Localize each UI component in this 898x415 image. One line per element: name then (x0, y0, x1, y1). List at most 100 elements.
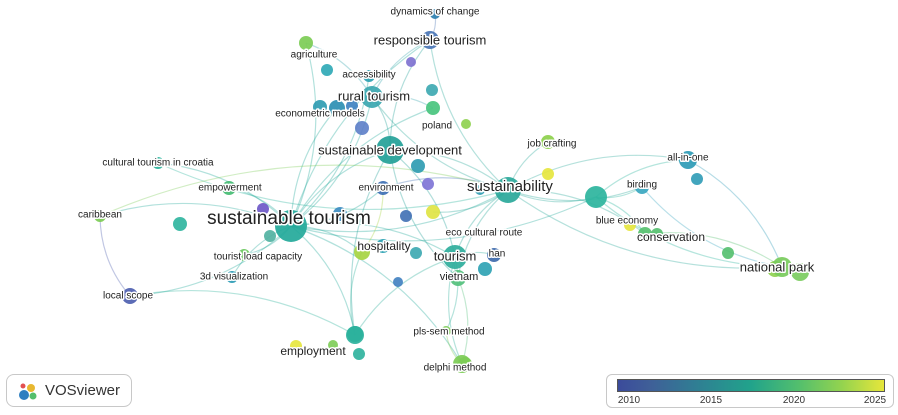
node-3d-visualization[interactable] (226, 271, 238, 283)
minor-node (264, 230, 276, 242)
node-eco-cultural-route[interactable] (426, 205, 440, 219)
vosviewer-logo: VOSviewer (6, 374, 132, 407)
node-employment[interactable] (346, 326, 364, 344)
node-label-caribbean: caribbean (78, 210, 122, 221)
link-line (389, 149, 509, 191)
minor-node (355, 121, 369, 135)
minor-node (346, 100, 358, 112)
node-sustainable-tourism[interactable] (275, 210, 307, 242)
link-line (429, 39, 509, 191)
minor-node (353, 348, 365, 360)
node-sustainable-development[interactable] (376, 136, 404, 164)
link-line (290, 42, 317, 227)
minor-node (328, 340, 338, 350)
node-sustainability[interactable] (495, 177, 521, 203)
node-dynamics-of-change[interactable] (430, 9, 440, 19)
node-pls-sem-method[interactable] (441, 326, 451, 336)
link-line (507, 154, 689, 191)
link-line (354, 256, 456, 336)
node-rural-tourism[interactable] (361, 86, 383, 108)
node-label-poland: poland (422, 121, 452, 132)
node-label-job-crafting: job crafting (527, 139, 577, 150)
node-national-park[interactable] (772, 257, 792, 277)
node-label-rural-tourism: rural tourism (338, 88, 410, 103)
minor-node (400, 210, 412, 222)
node-label-vietnam: vietnam (440, 271, 479, 283)
node-environment[interactable] (376, 181, 390, 195)
minor-node (257, 203, 269, 215)
node-label-han: han (489, 249, 506, 260)
node-label-environment: environment (358, 183, 413, 194)
minor-node (475, 185, 485, 195)
node-label-local-scope: local scope (103, 291, 153, 302)
node-label-accessibility: accessibility (342, 70, 395, 81)
minor-node (376, 239, 390, 253)
link-line (371, 96, 509, 191)
node-han[interactable] (487, 248, 501, 262)
link-line (350, 149, 391, 336)
minor-node (542, 168, 554, 180)
node-tourist-load-capacity[interactable] (238, 249, 250, 261)
minor-node (624, 219, 636, 231)
node-label-dynamics-of-change: dynamics of change (391, 7, 480, 18)
color-scale-legend: 2010 2015 2020 2025 (606, 374, 894, 408)
node-label-eco-cultural-route: eco cultural route (446, 228, 523, 239)
node-delphi-method[interactable] (453, 355, 471, 373)
node-empowerment[interactable] (222, 181, 236, 195)
minor-node (410, 247, 422, 259)
minor-node (333, 207, 347, 221)
minor-node (478, 262, 492, 276)
node-vietnam[interactable] (450, 270, 466, 286)
minor-node (321, 64, 333, 76)
legend-tick: 2010 (617, 395, 641, 406)
node-label-employment: employment (280, 344, 346, 358)
link-line (99, 215, 131, 297)
node-responsible-tourism[interactable] (421, 31, 439, 49)
link-line (389, 149, 456, 258)
link-line (507, 189, 783, 269)
node-accessibility[interactable] (363, 70, 375, 82)
link-line (595, 159, 689, 198)
minor-node (406, 57, 416, 67)
node-label-delphi-method: delphi method (424, 363, 487, 374)
minor-node (422, 178, 434, 190)
node-tourism[interactable] (443, 245, 467, 269)
minor-node (722, 247, 734, 259)
node-label-sustainable-tourism: sustainable tourism (207, 208, 371, 229)
node-local-scope[interactable] (122, 288, 138, 304)
node-label-sustainability: sustainability (467, 178, 553, 195)
app-name: VOSviewer (45, 382, 121, 399)
link-line (507, 186, 643, 202)
legend-tick: 2015 (699, 395, 723, 406)
label-layer: sustainable tourismsustainabilitysustain… (77, 5, 817, 375)
link-line (290, 222, 456, 258)
legend-tick: 2025 (863, 395, 887, 406)
link-line (290, 107, 434, 227)
color-scale-bar (617, 379, 885, 392)
node-job-crafting[interactable] (541, 135, 555, 149)
node-birding[interactable] (635, 180, 649, 194)
node-agriculture[interactable] (299, 36, 313, 50)
minor-node (411, 159, 425, 173)
node-label-national-park: national park (740, 259, 815, 274)
node-cultural-tourism-in-croatia[interactable] (152, 157, 164, 169)
node-blue-economy[interactable] (585, 186, 607, 208)
node-conservation[interactable] (638, 227, 652, 241)
node-hospitality[interactable] (354, 244, 370, 260)
minor-node (290, 340, 302, 352)
minor-node (691, 173, 703, 185)
node-layer[interactable] (94, 9, 792, 373)
minor-node (393, 277, 403, 287)
node-label-agriculture: agriculture (291, 50, 338, 61)
node-all-in-one[interactable] (679, 151, 697, 169)
link-line (389, 149, 459, 279)
node-label-responsible-tourism: responsible tourism (374, 32, 487, 47)
link-line (129, 289, 356, 336)
node-poland[interactable] (426, 101, 440, 115)
link-line (290, 225, 463, 365)
node-label-econometric-models: econometric models (275, 109, 364, 120)
link-line (290, 39, 431, 227)
node-econometric-models[interactable] (329, 100, 345, 116)
node-caribbean[interactable] (94, 210, 106, 222)
